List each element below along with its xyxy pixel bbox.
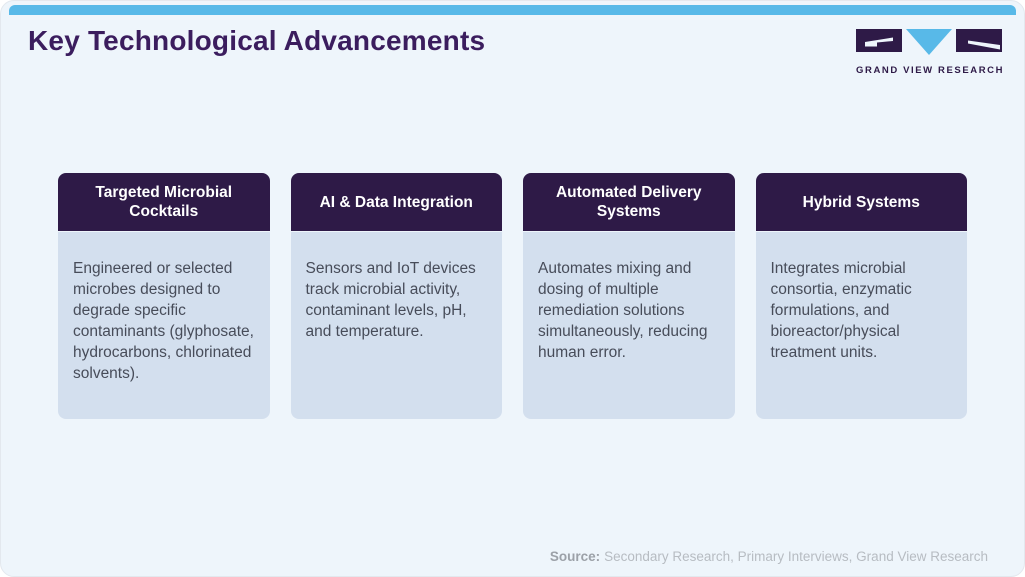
source-text: Secondary Research, Primary Interviews, … <box>604 549 988 564</box>
card-header: Targeted Microbial Cocktails <box>58 173 270 231</box>
card-body: Sensors and IoT devices track microbial … <box>290 232 502 419</box>
source-label: Source: <box>549 549 601 564</box>
gvr-logo-icon <box>856 29 1002 55</box>
top-accent-bar <box>9 5 1016 15</box>
card-hybrid-systems: Hybrid Systems Integrates microbial cons… <box>755 173 967 419</box>
cards-row: Targeted Microbial Cocktails Engineered … <box>58 173 967 419</box>
page-title: Key Technological Advancements <box>28 25 486 56</box>
gvr-logo-text: GRAND VIEW RESEARCH <box>856 65 1005 76</box>
card-body: Engineered or selected microbes designed… <box>58 232 270 419</box>
card-header: AI & Data Integration <box>290 173 502 231</box>
card-body: Automates mixing and dosing of multiple … <box>523 232 735 419</box>
card-automated-delivery-systems: Automated Delivery Systems Automates mix… <box>523 173 735 419</box>
card-header: Automated Delivery Systems <box>523 173 735 231</box>
card-body: Integrates microbial consortia, enzymati… <box>755 232 967 419</box>
card-ai-data-integration: AI & Data Integration Sensors and IoT de… <box>290 173 502 419</box>
card-targeted-microbial-cocktails: Targeted Microbial Cocktails Engineered … <box>58 173 270 419</box>
gvr-logo: GRAND VIEW RESEARCH <box>856 29 1005 76</box>
card-header: Hybrid Systems <box>755 173 967 231</box>
source-line: Source:Secondary Research, Primary Inter… <box>550 549 988 564</box>
